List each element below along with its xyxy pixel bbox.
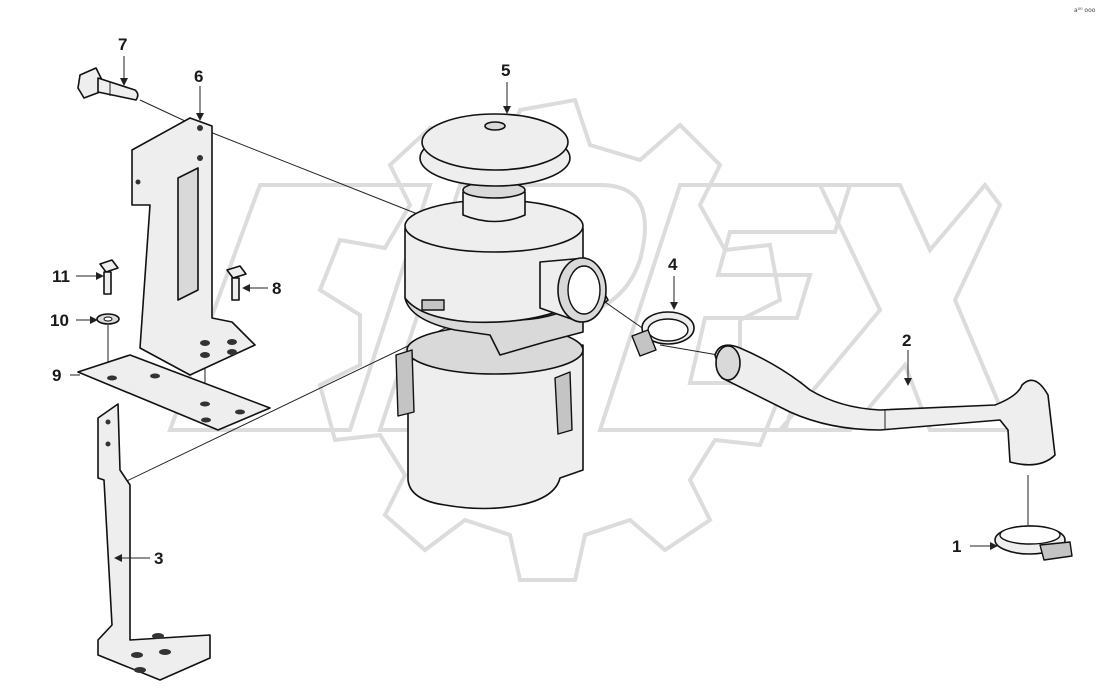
hose-clamp-part-1 — [994, 525, 1073, 561]
callout-9: 9 — [52, 366, 61, 385]
hose-clamp-part-4 — [631, 311, 695, 357]
hose-part-2 — [714, 344, 1056, 466]
callout-1: 1 — [952, 537, 961, 556]
corner-code: a⁰⁰ ooo — [1074, 7, 1096, 14]
callout-5: 5 — [501, 61, 510, 80]
callout-leaders — [70, 56, 998, 562]
callout-6: 6 — [194, 67, 203, 86]
callout-labels: 7 6 5 4 2 3 9 11 10 8 1 — [50, 35, 961, 568]
callout-4: 4 — [668, 255, 678, 274]
plate-part-9 — [77, 354, 271, 431]
callout-10: 10 — [50, 311, 69, 330]
callout-3: 3 — [154, 549, 163, 568]
bracket-part-6 — [131, 117, 256, 376]
bolt-part-7 — [77, 67, 139, 101]
screw-part-11 — [99, 259, 119, 295]
bracket-part-3 — [97, 403, 211, 681]
screw-part-8 — [226, 265, 247, 301]
washer-part-10 — [96, 313, 120, 325]
callout-7: 7 — [118, 35, 127, 54]
air-filter-part-5 — [395, 113, 609, 510]
watermark — [167, 97, 1014, 582]
callout-2: 2 — [902, 331, 911, 350]
callout-8: 8 — [272, 279, 281, 298]
callout-11: 11 — [52, 267, 70, 286]
